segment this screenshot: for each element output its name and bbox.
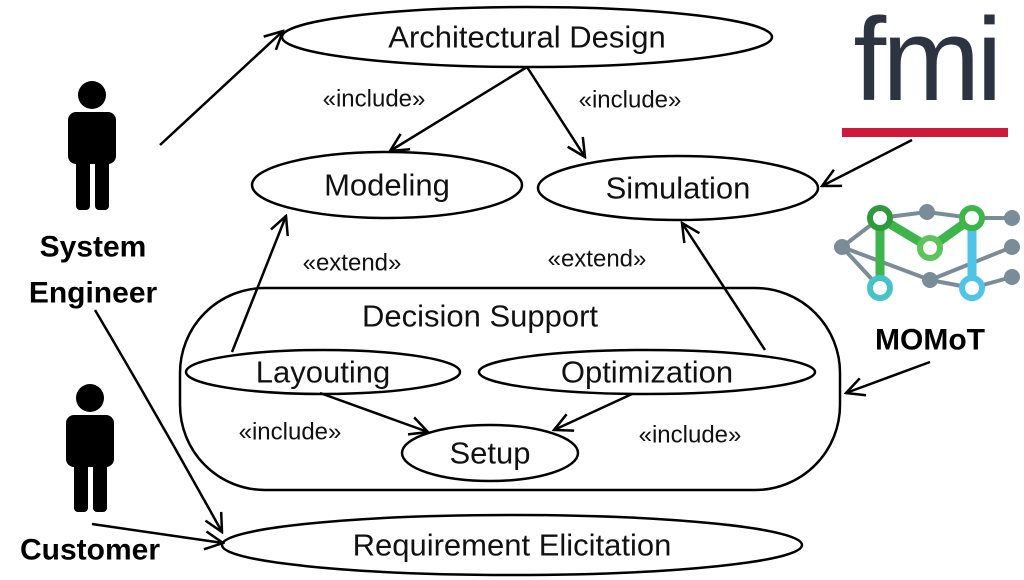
include-simulation-label: «include» xyxy=(579,87,682,114)
include-layouting-setup-label: «include» xyxy=(239,419,342,446)
architectural-design-label: Architectural Design xyxy=(388,20,665,55)
requirement-elicitation-label: Requirement Elicitation xyxy=(353,528,672,563)
extend-simulation-arrow xyxy=(682,223,767,351)
engineer-to-requirement-arrow xyxy=(93,309,222,532)
customer-label: Customer xyxy=(20,534,160,567)
extend-simulation-label: «extend» xyxy=(548,246,647,273)
optimization-label: Optimization xyxy=(561,355,733,390)
extend-modeling-label: «extend» xyxy=(303,250,402,277)
include-simulation-arrow xyxy=(525,66,585,157)
setup-label: Setup xyxy=(449,436,530,471)
simulation-label: Simulation xyxy=(606,171,751,206)
optimization-use-case[interactable] xyxy=(477,348,817,396)
customer-actor-icon xyxy=(66,384,114,512)
include-modeling-arrow xyxy=(390,65,528,151)
momot-label: MOMoT xyxy=(875,324,985,357)
system-engineer-actor-icon xyxy=(68,81,116,210)
layouting-label: Layouting xyxy=(256,355,390,390)
extend-modeling-arrow xyxy=(230,216,286,353)
include-modeling-label: «include» xyxy=(323,86,426,113)
engineer-to-architectural-design-arrow xyxy=(159,31,283,146)
include-optimization-setup-label: «include» xyxy=(639,422,742,449)
modeling-label: Modeling xyxy=(324,168,450,203)
fmi-logo-text: fmi xyxy=(853,0,998,126)
decision-support-container[interactable] xyxy=(178,286,842,492)
system-engineer-label-line1: System xyxy=(40,231,147,264)
momot-to-decision-support-arrow xyxy=(846,360,931,393)
modeling-use-case[interactable] xyxy=(250,150,524,220)
simulation-use-case[interactable] xyxy=(536,154,820,222)
system-engineer-label-line2: Engineer xyxy=(29,277,158,310)
layouting-include-setup-arrow xyxy=(319,391,428,432)
fmi-logo-bar xyxy=(842,128,1008,137)
fmi-logo: fmi xyxy=(842,0,1008,137)
setup-use-case[interactable] xyxy=(400,423,580,483)
optimization-include-setup-arrow xyxy=(554,392,633,430)
customer-to-requirement-arrow xyxy=(91,522,223,543)
fmi-to-simulation-arrow xyxy=(822,138,913,186)
momot-logo-icon xyxy=(834,204,1020,301)
decision-support-label: Decision Support xyxy=(362,299,598,334)
